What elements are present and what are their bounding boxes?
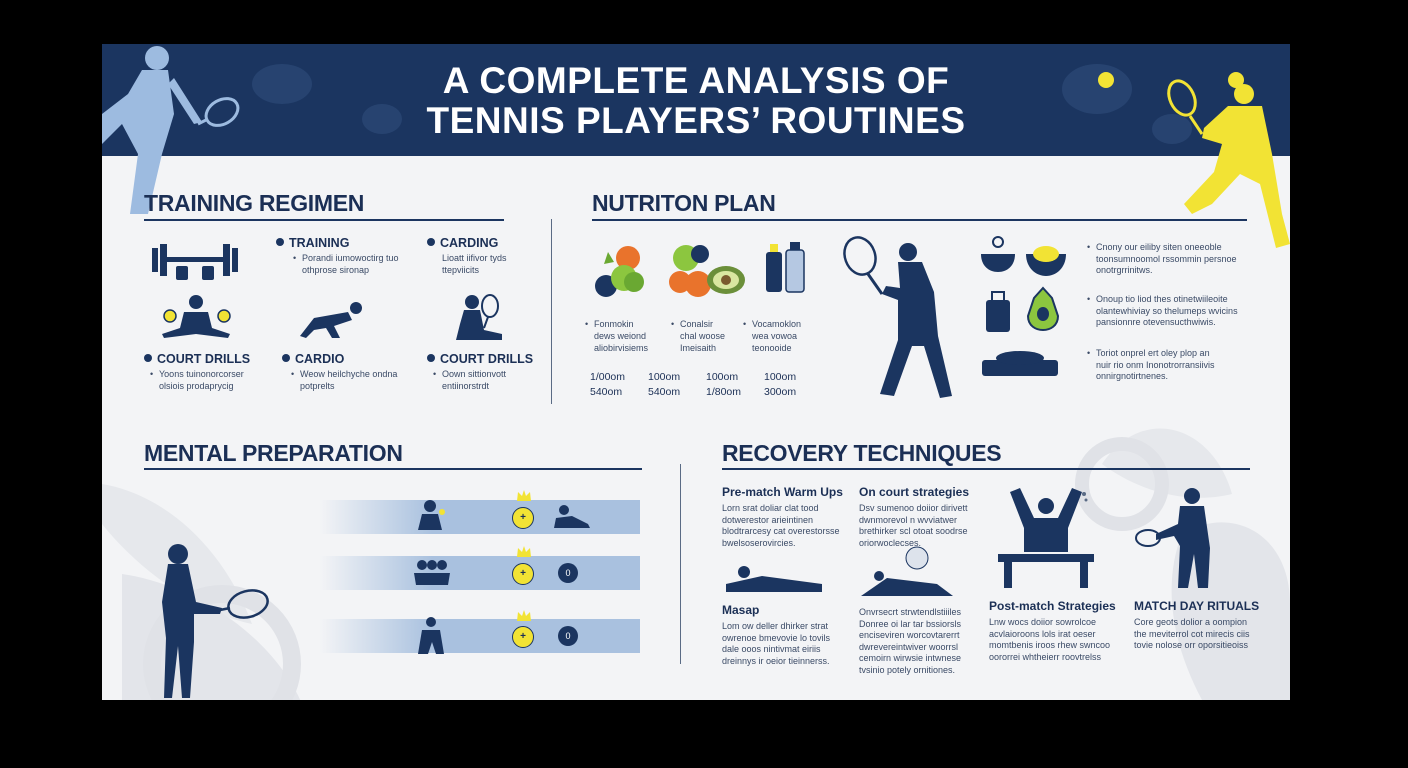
tennis-player-silhouette-right (1167, 72, 1290, 248)
label-text: CARDIO (295, 352, 345, 366)
nutrition-note-3: Toriot onprel ert oley plop an nuir rio … (1087, 348, 1215, 383)
female-tennis-player-silhouette (162, 544, 269, 698)
nutrition-col2-text: Conalsir chal woose Imeisaith (671, 318, 725, 354)
lying-stretch-icon (726, 566, 822, 592)
recovery-desc-on-court: Dsv sumenoo doiior dirivett dwnmorevol n… (859, 503, 968, 548)
recovery-desc-match-day: Core geots dolior a oompion the meviterr… (1134, 617, 1250, 650)
training-desc-court-drills-2: Oown sittionvott entiinorstrdt (433, 369, 506, 392)
nutrition-col3-text: Vocamoklon wea vowoa teonooide (743, 318, 801, 354)
timer-badge: 0 (558, 626, 578, 646)
nutrition-value: 100om (706, 371, 739, 383)
training-label-carding: CARDING (427, 236, 498, 250)
tennis-player-swing-icon (843, 236, 952, 398)
mental-bar-3 (320, 619, 640, 653)
fruit-bowl-icon (1026, 246, 1066, 276)
crown-icon (517, 546, 531, 557)
title-line-1: A COMPLETE ANALYSIS OF (442, 60, 950, 101)
section-divider-vertical (551, 219, 552, 404)
crown-icon (517, 610, 531, 621)
bowl-icon (981, 236, 1015, 272)
training-desc-court-drills: Yoons tuinonorcorser olsiois prodaprycig (150, 369, 244, 392)
group-icon (414, 560, 450, 585)
label-text: COURT DRILLS (440, 352, 534, 366)
training-label-court-drills: COURT DRILLS (144, 352, 250, 366)
recovery-label-post-match: Post-match Strategies (989, 599, 1116, 613)
tennis-ball-icon (1098, 72, 1114, 88)
water-bottles-icon (766, 242, 805, 293)
crown-badge: + (512, 626, 534, 648)
recovery-desc-masap: Lom ow deller dhirker strat owrenoe bmev… (722, 621, 831, 666)
recovery-desc-foam: Onvrsecrt strwtendlstiiiles Donree oi la… (859, 607, 962, 675)
training-desc-cardio: Weow heilchyche ondna potprelts (291, 369, 397, 392)
bullet-dot (427, 354, 435, 362)
training-divider (144, 219, 504, 221)
bullet-dot (282, 354, 290, 362)
training-label-training: TRAINING (276, 236, 349, 250)
recovery-techniques-heading: RECOVERY TECHNIQUES (722, 440, 1002, 466)
recovery-label-match-day: MATCH DAY RITUALS (1134, 599, 1260, 613)
crawl-exercise-icon (300, 302, 362, 338)
bullet-dot (427, 238, 435, 246)
recovery-desc-warmups: Lorn srat doliar clat tood dotwerestor a… (722, 503, 840, 548)
stretch-exercise-icon (162, 295, 231, 338)
lying-person-icon (554, 505, 590, 528)
mental-bar-2 (320, 556, 640, 590)
nutrition-value: 540om (590, 386, 623, 398)
recovery-label-masap: Masap (722, 603, 760, 617)
tennis-player-silhouette-left (102, 46, 240, 214)
nutrition-divider (592, 219, 1247, 221)
training-desc-carding: Lioatt iifivor tyds ttepviicits (442, 253, 507, 275)
label-text: COURT DRILLS (157, 352, 251, 366)
nutrition-note-2: Onoup tio liod thes otinetwiileoite olan… (1087, 294, 1238, 329)
title-line-2: TENNIS PLAYERS’ ROUTINES (426, 100, 966, 141)
mat-icon (982, 351, 1058, 376)
sitting-player-icon (456, 294, 502, 340)
crown-icon (517, 490, 531, 501)
section-divider-vertical (680, 464, 681, 664)
avocado-icon (1026, 286, 1060, 332)
label-text: CARDING (440, 236, 499, 250)
crown-badge: + (512, 507, 534, 529)
nutrition-value: 100om (764, 371, 797, 383)
infographic-poster: A COMPLETE ANALYSIS OF TENNIS PLAYERS’ R… (102, 44, 1290, 700)
bullet-dot (276, 238, 284, 246)
dumbbell-icon (152, 244, 238, 280)
nutrition-value: 100om (648, 371, 681, 383)
recovery-divider (722, 468, 1250, 470)
nutrition-col1-text: Fonmokin dews weiond aliobirvisiems (585, 318, 648, 354)
label-text: TRAINING (289, 236, 350, 250)
training-label-court-drills-2: COURT DRILLS (427, 352, 533, 366)
fruits-icon (669, 245, 745, 297)
vegetables-icon (595, 246, 644, 297)
kneeling-person-icon (418, 617, 444, 654)
crown-badge: + (512, 563, 534, 585)
nutrition-value: 540om (648, 386, 681, 398)
training-label-cardio: CARDIO (282, 352, 344, 366)
mental-preparation-heading: MENTAL PREPARATION (144, 440, 403, 466)
meditation-icon (418, 500, 445, 530)
nutrition-plan-heading: NUTRITON PLAN (592, 190, 776, 216)
bag-icon (986, 291, 1010, 332)
mental-bar-1 (320, 500, 640, 534)
nutrition-value: 1/80om (706, 386, 742, 398)
training-desc-training: Porandi iumowoctirg tuo othprose sironap (293, 253, 399, 276)
timer-badge: 0 (558, 563, 578, 583)
nutrition-note-1: Cnony our eiliby siten oneeoble toonsumn… (1087, 242, 1237, 277)
title-banner: A COMPLETE ANALYSIS OF TENNIS PLAYERS’ R… (102, 44, 1290, 156)
recovery-label-warmups: Pre-match Warm Ups (722, 485, 843, 499)
training-regimen-heading: TRAINING REGIMEN (144, 190, 365, 216)
mental-divider (144, 468, 642, 470)
foam-roller-icon (861, 546, 953, 596)
bench-stretch-icon (998, 488, 1094, 588)
nutrition-value: 1/00om (590, 371, 626, 383)
recovery-desc-post-match: Lnw wocs doiior sowrolcoe acvlaioroons l… (989, 617, 1111, 662)
bullet-dot (144, 354, 152, 362)
nutrition-value: 300om (764, 386, 797, 398)
recovery-label-on-court: On court strategies (859, 485, 970, 499)
standing-player-icon (1135, 488, 1210, 588)
